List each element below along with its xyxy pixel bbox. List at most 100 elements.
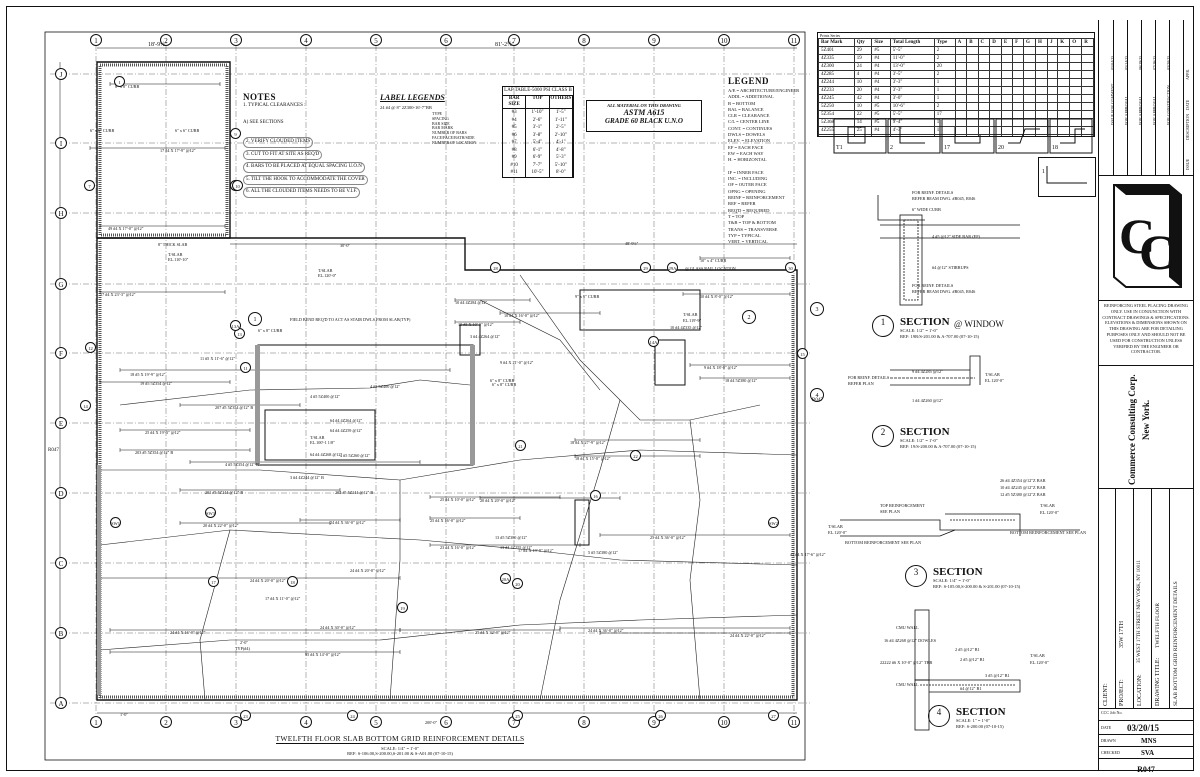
schedule-cell: [1081, 54, 1094, 63]
grid-bubble-col: 2: [160, 34, 172, 46]
label-legend-item: FACE/FACE/BATH/SIDE: [432, 134, 475, 140]
schedule-cell: [1057, 86, 1071, 95]
schedule-cell: [1000, 86, 1014, 95]
schedule-cell: [1000, 78, 1014, 87]
schedule-cell: [1047, 70, 1059, 79]
schedule-cell: 4: [853, 70, 873, 79]
schedule-cell: [989, 102, 1002, 111]
section-scale: SCALE: 1" = 1'-0": [956, 718, 991, 723]
revision-divider: [1113, 20, 1114, 175]
plan-rebar-label: 48'-9½": [625, 241, 639, 246]
schedule-cell: [1081, 70, 1094, 79]
label-legends-block: LABEL LEGENDS 24 #4 @ 8" 2Z300-16'-7"BB …: [380, 93, 490, 146]
section-note: REFER PLAN: [848, 381, 874, 386]
schedule-cell: 1: [933, 94, 956, 103]
drawing-ref: REF: S-106.00,S-200.00,S-201.00 & S-A01.…: [347, 751, 453, 756]
schedule-cell: [977, 94, 991, 103]
section-ref: REF: 19R/S-201.00 & A-707.00 (07-10-15): [900, 334, 980, 339]
schedule-cell: 1: [933, 86, 956, 95]
top-dim-left: 18'-9½": [148, 42, 168, 48]
section-note: 4 #5 @12" SIDE BAR (EF): [932, 234, 981, 239]
revision-desc: FOR APPROVAL: [1152, 95, 1157, 125]
legend-item: B = BOTTOM: [728, 100, 756, 106]
grid-bubble-row: I: [55, 137, 67, 149]
plan-rebar-label: 4 #5 5Z354 @12" B: [225, 462, 259, 467]
section-marker: 4: [928, 705, 950, 727]
legend-item: INC. = INCLUDING: [728, 176, 768, 182]
drawing-title-label: DRAWING TITLE:: [1155, 657, 1161, 706]
lap-table-header-cell: BAR SIZE: [503, 96, 527, 108]
grid-bubble-col: 9: [648, 34, 660, 46]
grid-bubble-col: 1: [90, 716, 102, 728]
plan-rebar-label: T/SLAB: [310, 435, 325, 440]
schedule-cell: 1: [933, 78, 956, 87]
section-details: [840, 195, 1080, 731]
schedule-cell: 4Z285: [818, 70, 855, 79]
schedule-cell: [966, 102, 979, 111]
grid-bubble-col: 4: [300, 716, 312, 728]
grid-bubble-col: 5: [370, 716, 382, 728]
schedule-cell: [966, 94, 979, 103]
schedule-header-cell: Size: [871, 38, 891, 47]
section-title: SECTION: [900, 316, 950, 328]
drawing-title-block: TWELFTH FLOOR SLAB BOTTOM GRID REINFORCE…: [260, 728, 540, 756]
legend-item: H. = HORIZONTAL: [728, 157, 767, 163]
plan-rebar-label: EL.100'-1 1/8": [310, 440, 335, 445]
legend-item: TYP = TYPICAL: [728, 232, 761, 238]
schedule-cell: [1000, 102, 1014, 111]
schedule-cell: 5Z250: [818, 102, 855, 111]
grid-bubble-row: F: [55, 347, 67, 359]
plan-bubble: 13A: [230, 320, 241, 331]
plan-bubble: SW1: [110, 517, 121, 528]
section-note: CMU WALL: [896, 625, 919, 630]
revision-date: 06/19/15: [1138, 55, 1143, 70]
schedule-cell: 13'-0": [889, 62, 935, 71]
schedule-cell: [1069, 78, 1083, 87]
plan-rebar-label: 4 #5 5Z400 @12": [310, 394, 341, 399]
schedule-cell: [1023, 54, 1037, 63]
schedule-cell: [1069, 62, 1083, 71]
section-note: 9 #4 4Z285 @12": [912, 369, 943, 374]
plan-rebar-label: 10 #4 4Z284 @12": [455, 300, 488, 305]
legend-item: T = TOP: [728, 213, 745, 219]
plan-bubble: 9: [230, 128, 241, 139]
plan-rebar-label: T/SLAB: [683, 312, 698, 317]
schedule-cell: [977, 102, 991, 111]
schedule-cell: [1081, 62, 1094, 71]
grid-bubble-row: H: [55, 207, 67, 219]
schedule-cell: 5'-5": [889, 46, 935, 55]
schedule-cell: 3'-3": [889, 86, 935, 95]
schedule-header-cell: J: [1047, 38, 1059, 47]
plan-rebar-label: 203 #5 5Z354 @12" B: [135, 450, 174, 455]
schedule-cell: [966, 62, 979, 71]
checked-value: SVA: [1141, 749, 1155, 757]
section-note: BOTTOM REINFORCEMENT SEE PLAN: [845, 540, 922, 545]
legend-item: CLR = CLEARANCE: [728, 113, 770, 119]
section-note: REFER BEAM DWG. #R045, R046: [912, 196, 976, 201]
section-note: 6" WIDE CURB: [912, 207, 941, 212]
schedule-cell: [1069, 94, 1083, 103]
project-info: CLIENT: PROJECT: 35W 17TH LOCATION: 35 W…: [1099, 488, 1193, 708]
legend-item: C/L = CENTER LINE: [728, 119, 770, 125]
note-item: 1. TYPICAL CLEARANCES :: [243, 103, 306, 108]
lap-table-cell: #3: [503, 109, 527, 117]
plan-bubble: 12: [85, 342, 96, 353]
lap-table-cell: 1'-10": [526, 109, 550, 117]
section-ref: REF: S-200.00 (07-10-15): [956, 724, 1004, 729]
plan-rebar-label: FIELD BEND REQ'D TO ACT AS STAIR DWLS FR…: [290, 317, 411, 322]
plan-bubble: 19: [397, 602, 408, 613]
plan-bubble: 18: [287, 576, 298, 587]
grid-bubble-col: 11: [788, 716, 800, 728]
legend-item: REQ'D = REQUIRED: [728, 207, 770, 213]
schedule-cell: [1047, 94, 1059, 103]
lap-table-cell: 1'-5": [550, 109, 573, 117]
schedule-cell: [1012, 78, 1025, 87]
schedule-cell: [1057, 54, 1071, 63]
section-scale: SCALE: 1/2" = 1'-0": [900, 328, 938, 333]
plan-rebar-label: 25 #4 X 16'-0" @12": [430, 518, 466, 523]
schedule-cell: [1081, 78, 1094, 87]
